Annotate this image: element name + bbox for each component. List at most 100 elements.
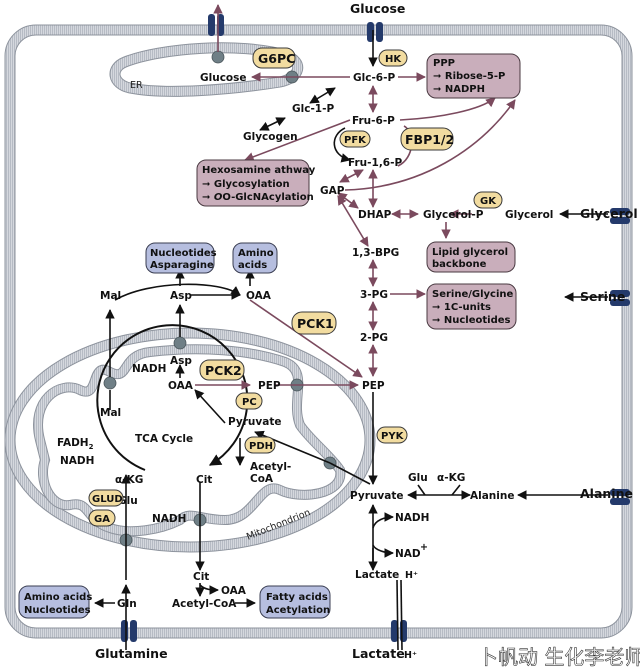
svg-text:➞ Glycosylation: ➞ Glycosylation [202,179,290,190]
dhap: DHAP [358,209,392,221]
svg-text:PCK2: PCK2 [205,363,242,378]
pep-mito: PEP [258,380,281,392]
svg-text:PC: PC [242,397,257,408]
alanine-intracellular: Alanine [470,490,514,502]
glycogen: Glycogen [243,131,298,143]
glc-6-p: Glc-6-P [353,72,395,84]
gap: GAP [320,185,345,197]
enzyme-pfk: PFK [339,130,371,148]
amino-acids-nucleotides-box: Amino acids Nucleotides [18,585,92,619]
pep-cytosol: PEP [362,380,385,392]
oaa-cytosol: OAA [246,290,272,302]
asp-mito: Asp [170,355,192,367]
serine-extracellular-label: Serine [580,289,625,304]
svg-text:PYK: PYK [381,431,405,442]
svg-text:➞ 1C-units: ➞ 1C-units [432,302,491,313]
svg-text:PFK: PFK [344,135,367,146]
enzyme-pck1: PCK1 [291,311,337,335]
serine-glycine-box: Serine/Glycine ➞ 1C-units ➞ Nucleotides [426,283,517,330]
svg-text:Serine/Glycine: Serine/Glycine [432,289,514,300]
asp-cytosol: Asp [170,290,192,302]
svg-text:➞ Ribose-5-P: ➞ Ribose-5-P [433,71,505,82]
tca-label: TCA Cycle [135,433,193,445]
alpha-kg: α-KG [115,474,143,486]
svg-text:G6PC: G6PC [258,51,295,66]
fatty-acids-box: Fatty acids Acetylation [259,585,331,619]
ppp-box: PPP ➞ Ribose-5-P ➞ NADPH [426,53,521,99]
mito-node-asp [173,336,187,350]
enzyme-g6pc: G6PC [252,47,296,69]
lipid-glycerol-box: Lipid glycerol backbone [426,241,516,273]
svg-text:Acetylation: Acetylation [266,605,330,616]
svg-text:Nucleotides: Nucleotides [24,605,91,616]
glucose-er: Glucose [200,72,247,84]
svg-text:➞ NADPH: ➞ NADPH [433,84,485,95]
black-arrows [94,30,608,651]
mito-node-mal [103,376,117,390]
3-pg: 3-PG [360,289,388,301]
serine-transporter [610,290,630,306]
nadh-ldh: NADH [395,512,429,524]
membrane-nodes [103,50,337,547]
cit-mito: Cit [196,474,212,486]
nadh-tca-1: NADH [132,363,166,375]
acetyl-coa-cytosol: Acetyl-CoA [172,598,237,610]
enzyme-gk: GK [473,191,503,209]
enzyme-pdh: PDH [244,436,276,454]
svg-text:GLUD: GLUD [92,494,123,505]
pyruvate-cytosol: Pyruvate [350,490,403,502]
nad-plus: + [420,542,428,553]
nadh-tca-2: NADH [60,455,94,467]
acetyl-coa-mito-line1: Acetyl- [250,461,291,473]
mal-mito: Mal [100,407,121,419]
oaa-acl: OAA [221,585,247,597]
svg-text:Amino acids: Amino acids [24,592,92,603]
glycerol-intracellular: Glycerol [505,209,553,221]
glycerol-p: Glycerol-P [423,209,484,221]
svg-text:Fatty acids: Fatty acids [266,592,328,603]
hexosamine-box: Hexosamine athway ➞ Glycosylation ➞ OO-G… [196,159,316,207]
glycerol-transporter [610,208,630,224]
fru-1-6-p: Fru-1,6-P [348,157,402,169]
svg-text:PPP: PPP [433,58,455,69]
1-3-bpg: 1,3-BPG [352,247,399,259]
nadh-tca-3: NADH [152,513,186,525]
akg-alt: α-KG [437,472,465,484]
purple-arrows [195,4,516,390]
svg-text:FBP1/2: FBP1/2 [405,132,454,147]
glu-alt: Glu [408,472,428,484]
svg-text:Amino: Amino [238,248,274,259]
enzyme-ga: GA [88,509,116,527]
cell-membrane [4,24,633,639]
gln: Gln [117,598,137,610]
tca-cycle: TCA Cycle [96,324,249,471]
svg-text:➞ Nucleotides: ➞ Nucleotides [432,315,511,326]
h-intracellular: H⁺ [405,570,418,581]
er-label: ER [130,80,143,91]
enzyme-pck2: PCK2 [199,359,245,381]
enzyme-pc: PC [235,392,263,410]
nad-ldh: NAD [395,548,421,560]
svg-text:Asparagine: Asparagine [150,260,214,271]
enzyme-hk: HK [378,49,408,67]
er-node-glucose [211,50,225,64]
enzyme-badges: G6PC HK PFK FBP1/2 GK PCK1 PCK2 PC PDH P… [88,47,503,527]
svg-text:GA: GA [94,514,110,525]
h-extracellular-label: H⁺ [404,650,417,661]
svg-text:PCK1: PCK1 [297,316,334,331]
svg-text:backbone: backbone [432,259,487,270]
metabolite-labels: Glucose Glc-6-P Glc-1-P Glycogen Fru-6-P… [57,72,553,610]
cit-cytosol: Cit [193,571,209,583]
lactate-intracellular: Lactate [355,569,399,581]
amino-acids-box: Amino acids [232,242,278,274]
enzyme-glud: GLUD [88,489,124,507]
alanine-extracellular-label: Alanine [580,486,633,501]
svg-text:➞ OO-GlcNAcylation: ➞ OO-GlcNAcylation [202,192,314,203]
lactate-extracellular-label: Lactate [352,646,405,661]
glc-1-p: Glc-1-P [292,103,334,115]
fru-6-p: Fru-6-P [352,115,395,127]
svg-text:Hexosamine athway: Hexosamine athway [202,165,316,176]
enzyme-fbp: FBP1/2 [400,127,454,151]
oaa-mito: OAA [168,380,194,392]
